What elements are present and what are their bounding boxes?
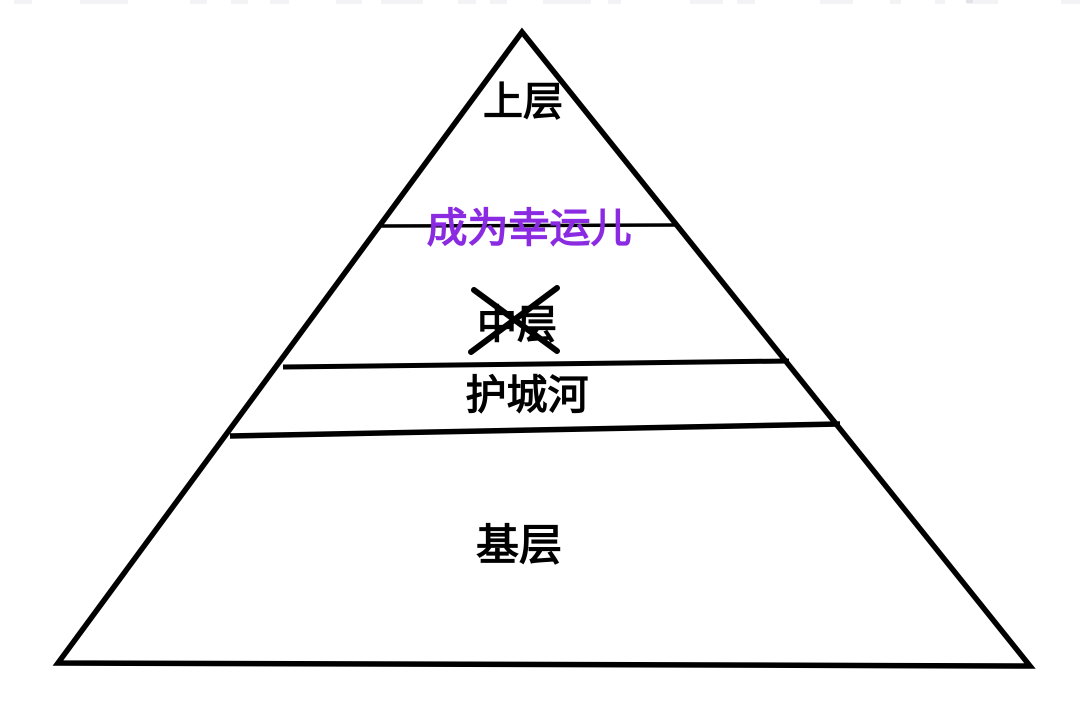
cropped-top-edge-artifacts — [0, 0, 1080, 6]
label-base-level: 基层 — [476, 521, 562, 571]
cross-out-stroke-2 — [468, 285, 560, 355]
label-become-lucky-one: 成为幸运儿 — [427, 204, 632, 252]
label-moat: 护城河 — [466, 371, 589, 419]
divider-line-2 — [282, 358, 790, 370]
label-upper-level: 上层 — [483, 79, 563, 125]
divider-line-1 — [379, 223, 679, 228]
divider-line-3 — [229, 421, 841, 439]
pyramid-outline — [52, 27, 1036, 669]
